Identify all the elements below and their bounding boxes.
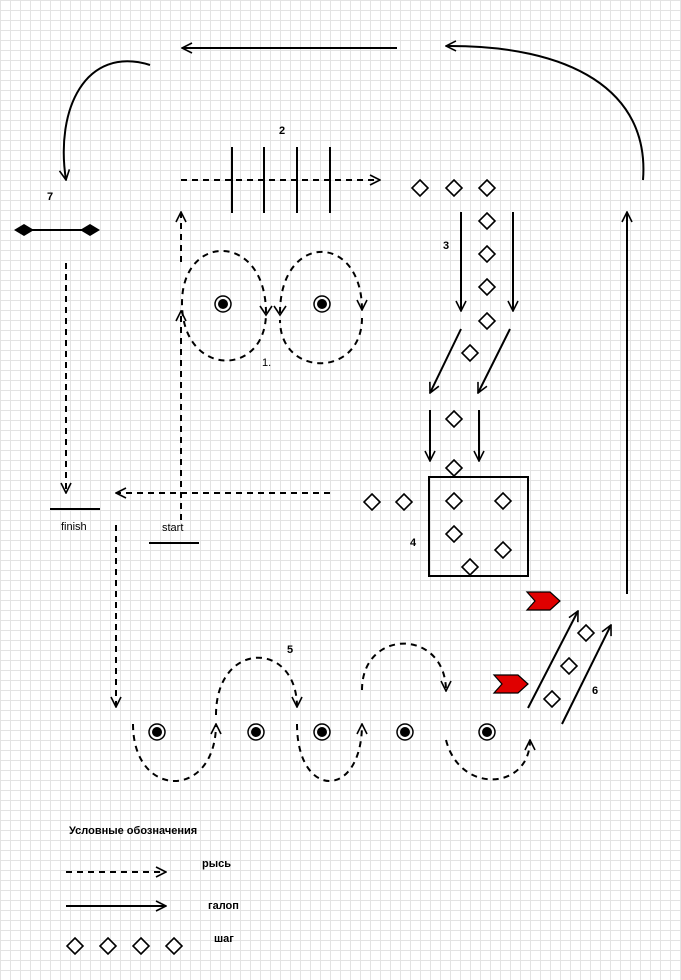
label-1: 1. (262, 357, 271, 369)
walk-marker (65, 936, 85, 956)
top-right-curve-arrow (446, 46, 645, 181)
walk-marker (576, 623, 596, 643)
walk-marker (362, 492, 382, 512)
figure-eight-cross-arrow (259, 305, 273, 317)
walk-markers-route-3 (410, 178, 497, 478)
walk-marker (477, 178, 497, 198)
ground-poles (231, 147, 331, 213)
label-2: 2 (279, 125, 285, 137)
legend-canter-label: галоп (208, 900, 239, 912)
marker-cone (478, 723, 496, 741)
canter-arrows-route-3 (430, 212, 513, 461)
walk-marker (542, 689, 562, 709)
serpentine-loop-3 (296, 724, 362, 782)
walk-marker (131, 936, 151, 956)
finish-label: finish (61, 521, 87, 533)
label-3: 3 (443, 240, 449, 252)
walk-marker (477, 244, 497, 264)
walk-marker (477, 277, 497, 297)
walk-marker (410, 178, 430, 198)
walk-square (428, 476, 529, 577)
label-5: 5 (287, 644, 293, 656)
legend-walk-label: шаг (214, 933, 234, 945)
walk-marker (460, 343, 480, 363)
legend-title: Условные обозначения (69, 825, 197, 837)
figure-eight-cross-arrow (273, 305, 287, 317)
walk-marker (444, 458, 464, 478)
top-left-curve-arrow (64, 60, 151, 180)
serpentine-loop-4 (361, 642, 446, 691)
start-label: start (162, 522, 183, 534)
walk-marker (394, 492, 414, 512)
marker-cone (313, 723, 331, 741)
walk-marker (460, 557, 480, 577)
serpentine-cones (148, 723, 496, 741)
serpentine-loop-5 (445, 740, 530, 781)
serpentine-loop-2 (215, 656, 297, 716)
legend-walk-markers (65, 936, 184, 956)
walk-marker (98, 936, 118, 956)
marker-cone (247, 723, 265, 741)
legend: Условные обозначения рысь галоп шаг (65, 825, 239, 956)
walk-marker (477, 211, 497, 231)
figure-eight-right-circle (279, 250, 362, 314)
serpentine-loop-1 (132, 724, 216, 782)
label-7: 7 (47, 191, 53, 203)
canter-arrows-route-6 (527, 611, 612, 725)
marker-cone (214, 295, 232, 313)
walk-marker (444, 491, 464, 511)
red-flag-upper (525, 591, 561, 611)
walk-marker (559, 656, 579, 676)
marker-cone (396, 723, 414, 741)
label-6: 6 (592, 685, 598, 697)
walk-marker (164, 936, 184, 956)
legend-trot-label: рысь (202, 858, 231, 870)
walk-marker (493, 491, 513, 511)
walk-marker (444, 524, 464, 544)
figure-eight-right-circle-lower (279, 317, 363, 365)
walk-marker (444, 178, 464, 198)
walk-marker (477, 311, 497, 331)
walk-markers-route-6 (542, 623, 596, 709)
walk-marker (493, 540, 513, 560)
marker-cone (313, 295, 331, 313)
walk-marker (444, 409, 464, 429)
figure-eight-left-circle (180, 250, 267, 362)
obstacle-7 (14, 224, 100, 236)
label-4: 4 (410, 537, 417, 549)
walk-markers-route-4 (362, 491, 513, 577)
red-flag-lower (492, 674, 529, 694)
marker-cone (148, 723, 166, 741)
